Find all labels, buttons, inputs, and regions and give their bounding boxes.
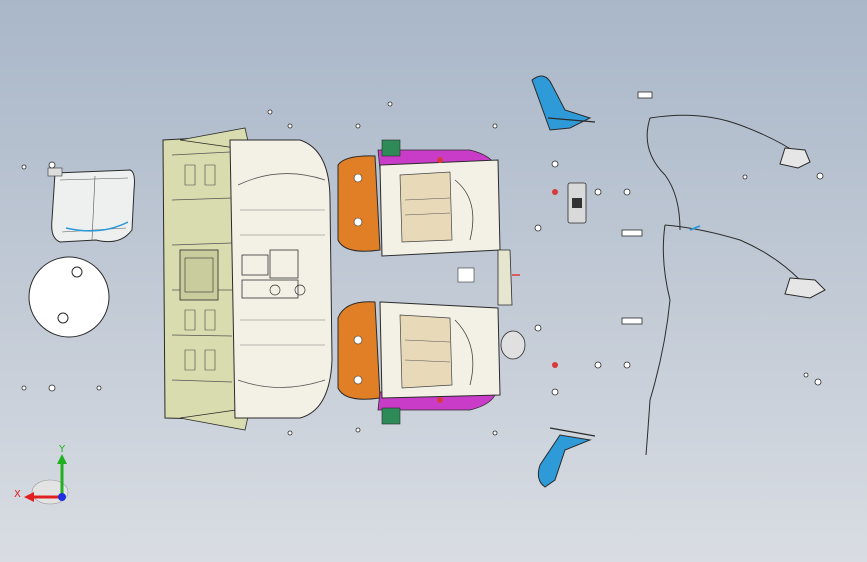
z-axis-dot: [58, 493, 66, 501]
axis-triad[interactable]: Y X: [14, 444, 69, 505]
clip-top[interactable]: [637, 91, 653, 99]
lower-cable-harness[interactable]: [645, 224, 826, 456]
upper-blue-bracket[interactable]: [531, 75, 596, 131]
latch-module[interactable]: [567, 182, 587, 224]
headrest-foam-block[interactable]: [47, 167, 135, 243]
y-axis-label: Y: [58, 444, 66, 455]
rear-latch-cover[interactable]: [500, 330, 526, 360]
round-cover-disc[interactable]: [28, 256, 110, 338]
upper-cable-harness[interactable]: [646, 114, 811, 231]
front-seat-lower[interactable]: [337, 301, 501, 425]
red-reference-markers: [552, 189, 558, 368]
front-seat-upper[interactable]: [337, 139, 501, 257]
fastener-points: [21, 101, 824, 436]
lower-blue-bracket[interactable]: [537, 427, 596, 488]
center-console-bracket[interactable]: [457, 249, 520, 306]
rear-seat-pan[interactable]: [229, 139, 333, 419]
x-axis-label: X: [14, 489, 21, 500]
rear-seat-frame[interactable]: [162, 127, 251, 431]
clip-upper[interactable]: [621, 229, 643, 237]
clip-lower[interactable]: [621, 317, 643, 325]
